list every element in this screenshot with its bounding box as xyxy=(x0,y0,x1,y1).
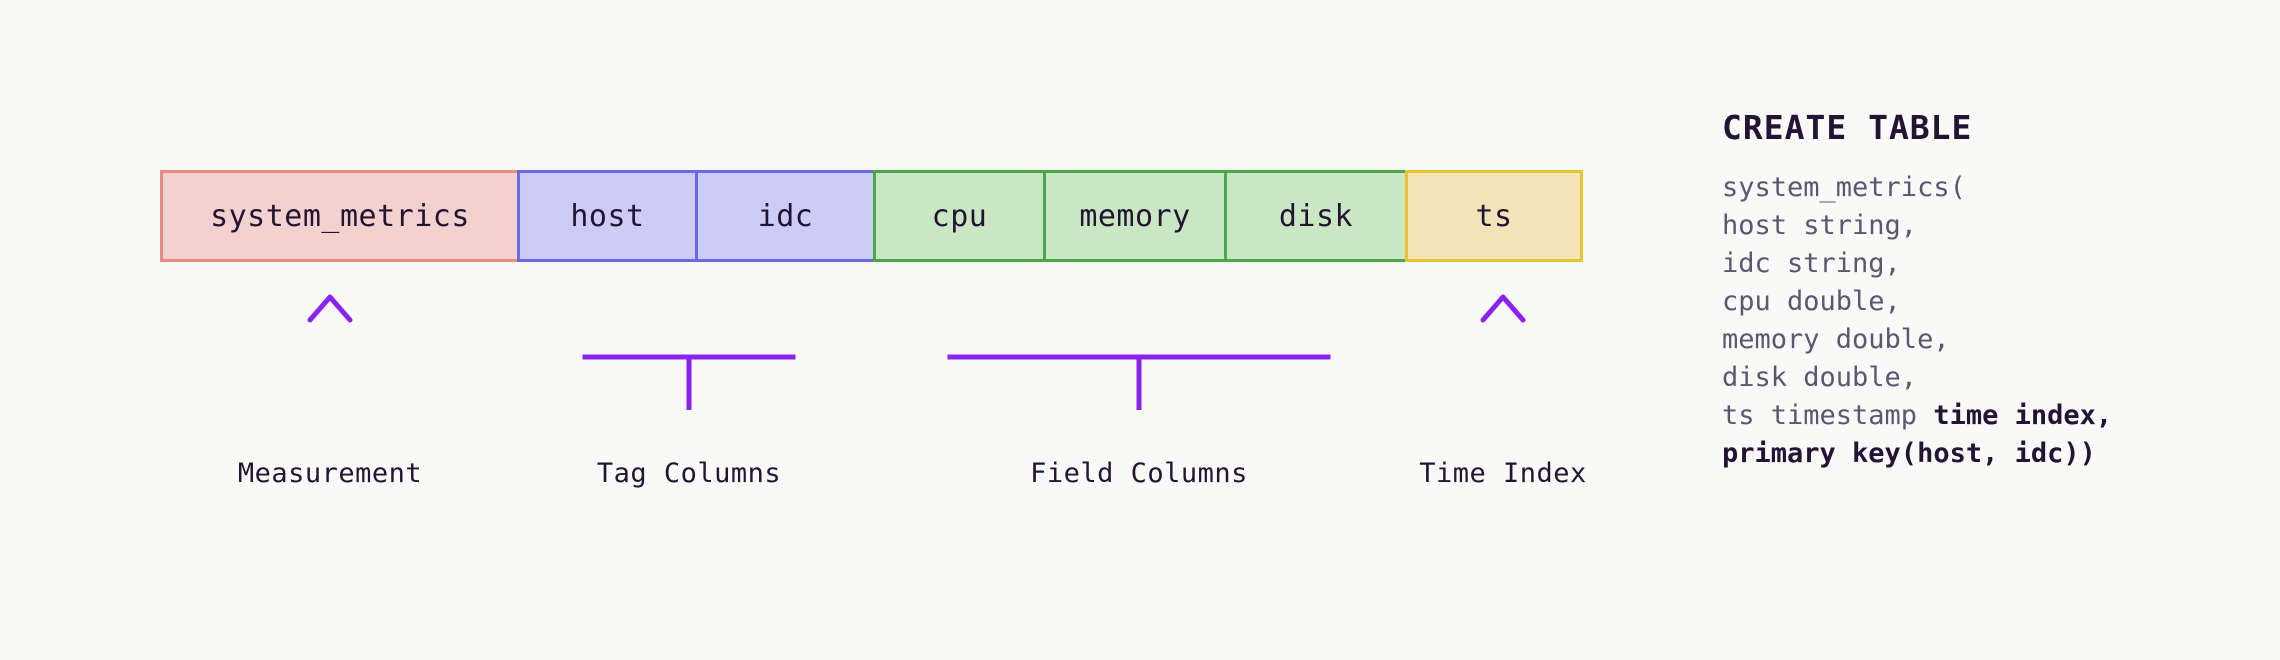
schema-cell-label: ts xyxy=(1475,198,1513,234)
sql-panel: CREATE TABLE system_metrics(host string,… xyxy=(1722,108,2242,473)
connector-arrow-timeindex xyxy=(1480,294,1526,410)
connector-arrow-measurement xyxy=(307,294,353,410)
schema-cell-label: cpu xyxy=(931,198,988,234)
schema-cell-idc[interactable]: idc xyxy=(695,170,876,262)
schema-cell-disk[interactable]: disk xyxy=(1224,170,1408,262)
sql-body: system_metrics(host string, idc string, cp… xyxy=(1722,169,2242,473)
annotation-label-time-index: Time Index xyxy=(1419,458,1587,489)
sql-line: idc string, xyxy=(1722,245,2242,283)
sql-line: disk double, xyxy=(1722,359,2242,397)
schema-cell-label: idc xyxy=(757,198,814,234)
sql-line-text: idc string, xyxy=(1722,248,1901,279)
sql-line-text: ts timestamp xyxy=(1722,400,1934,431)
sql-keyword: time index, xyxy=(1933,400,2113,431)
sql-line-text: system_metrics( xyxy=(1722,172,1966,203)
sql-keyword: primary key(host, idc)) xyxy=(1722,438,2096,469)
schema-cell-ts[interactable]: ts xyxy=(1405,170,1583,262)
schema-cell-label: memory xyxy=(1079,198,1191,234)
annotation-label-tag-columns: Tag Columns xyxy=(596,458,782,489)
annotation-label-field-columns: Field Columns xyxy=(1030,458,1248,489)
sql-line-text: memory double, xyxy=(1722,324,1950,355)
sql-line: primary key(host, idc)) xyxy=(1722,435,2242,473)
sql-line: system_metrics( xyxy=(1722,169,2242,207)
sql-line: ts timestamp time index, xyxy=(1722,397,2242,435)
schema-cell-label: disk xyxy=(1278,198,1354,234)
sql-line: memory double, xyxy=(1722,321,2242,359)
schema-cell-host[interactable]: host xyxy=(517,170,698,262)
schema-cell-label: host xyxy=(570,198,645,234)
schema-cell-label: system_metrics xyxy=(210,198,470,234)
sql-line: host string, xyxy=(1722,207,2242,245)
schema-cell-measurement[interactable]: system_metrics xyxy=(160,170,520,262)
sql-line-text: host string, xyxy=(1722,210,1918,241)
schema-column-row: system_metrics host idc cpu memory disk … xyxy=(160,170,1583,262)
connector-bracket-field xyxy=(947,300,1331,410)
sql-line-text: disk double, xyxy=(1722,362,1918,393)
schema-cell-cpu[interactable]: cpu xyxy=(873,170,1046,262)
schema-cell-memory[interactable]: memory xyxy=(1043,170,1227,262)
connector-bracket-tag xyxy=(582,300,796,410)
sql-title: CREATE TABLE xyxy=(1722,108,1973,147)
sql-line: cpu double, xyxy=(1722,283,2242,321)
sql-line-text: cpu double, xyxy=(1722,286,1901,317)
annotation-label-measurement: Measurement xyxy=(237,458,423,489)
